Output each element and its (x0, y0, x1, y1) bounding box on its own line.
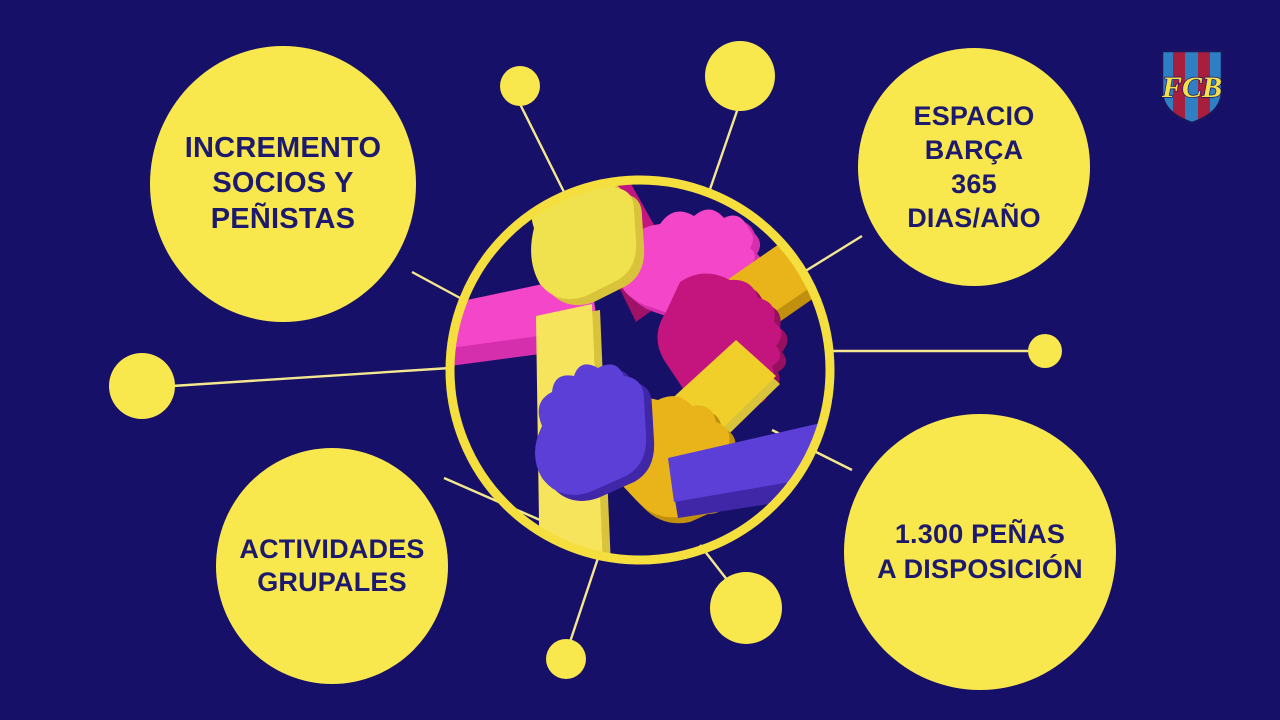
line-to-actividades (443, 476, 541, 522)
bubble-incremento-label: INCREMENTO SOCIOS Y PEÑISTAS (184, 131, 382, 235)
satellite-dots (109, 41, 1062, 679)
sat-right-dot (1028, 334, 1062, 368)
bubble-penas[interactable]: 1.300 PEÑAS A DISPOSICIÓN (844, 414, 1116, 690)
bubble-incremento[interactable]: INCREMENTO SOCIOS Y PEÑISTAS (150, 46, 416, 322)
bubble-espacio-label: ESPACIO BARÇA 365 DIAS/AÑO (907, 100, 1041, 234)
stripe-red-1 (1173, 51, 1185, 123)
stripe-blue-2 (1185, 51, 1198, 123)
emblem-ring (445, 175, 835, 565)
purple-arm-right (668, 414, 830, 502)
bubble-espacio[interactable]: ESPACIO BARÇA 365 DIAS/AÑO (858, 48, 1090, 286)
line-sat-top-left (518, 103, 568, 197)
shield-outline (1160, 49, 1224, 125)
line-sat-bottom-left (566, 551, 602, 649)
sat-top-right-dot (705, 41, 775, 111)
fcb-shield-logo: FCB (1160, 49, 1224, 125)
hand-center-purple (535, 364, 655, 501)
purple-fist (535, 364, 647, 495)
yellow-fist (531, 180, 637, 299)
hand-left-yellow (531, 180, 645, 306)
line-sat-left (171, 366, 451, 388)
unity-hands-emblem (445, 175, 835, 565)
sat-top-left-dot (500, 66, 540, 106)
bubble-actividades[interactable]: ACTIVIDADES GRUPALES (216, 448, 448, 684)
stripe-blue-1 (1162, 51, 1173, 123)
fcb-logo-text: FCB (1161, 71, 1222, 104)
line-sat-top-right (706, 107, 740, 196)
bubble-penas-label: 1.300 PEÑAS A DISPOSICIÓN (877, 518, 1083, 584)
stripe-red-2 (1198, 51, 1210, 123)
sat-left-dot (109, 353, 175, 419)
bubble-actividades-label: ACTIVIDADES GRUPALES (239, 533, 425, 597)
sat-bottom-left-dot (546, 639, 586, 679)
sat-bottom-right-dot (710, 572, 782, 644)
